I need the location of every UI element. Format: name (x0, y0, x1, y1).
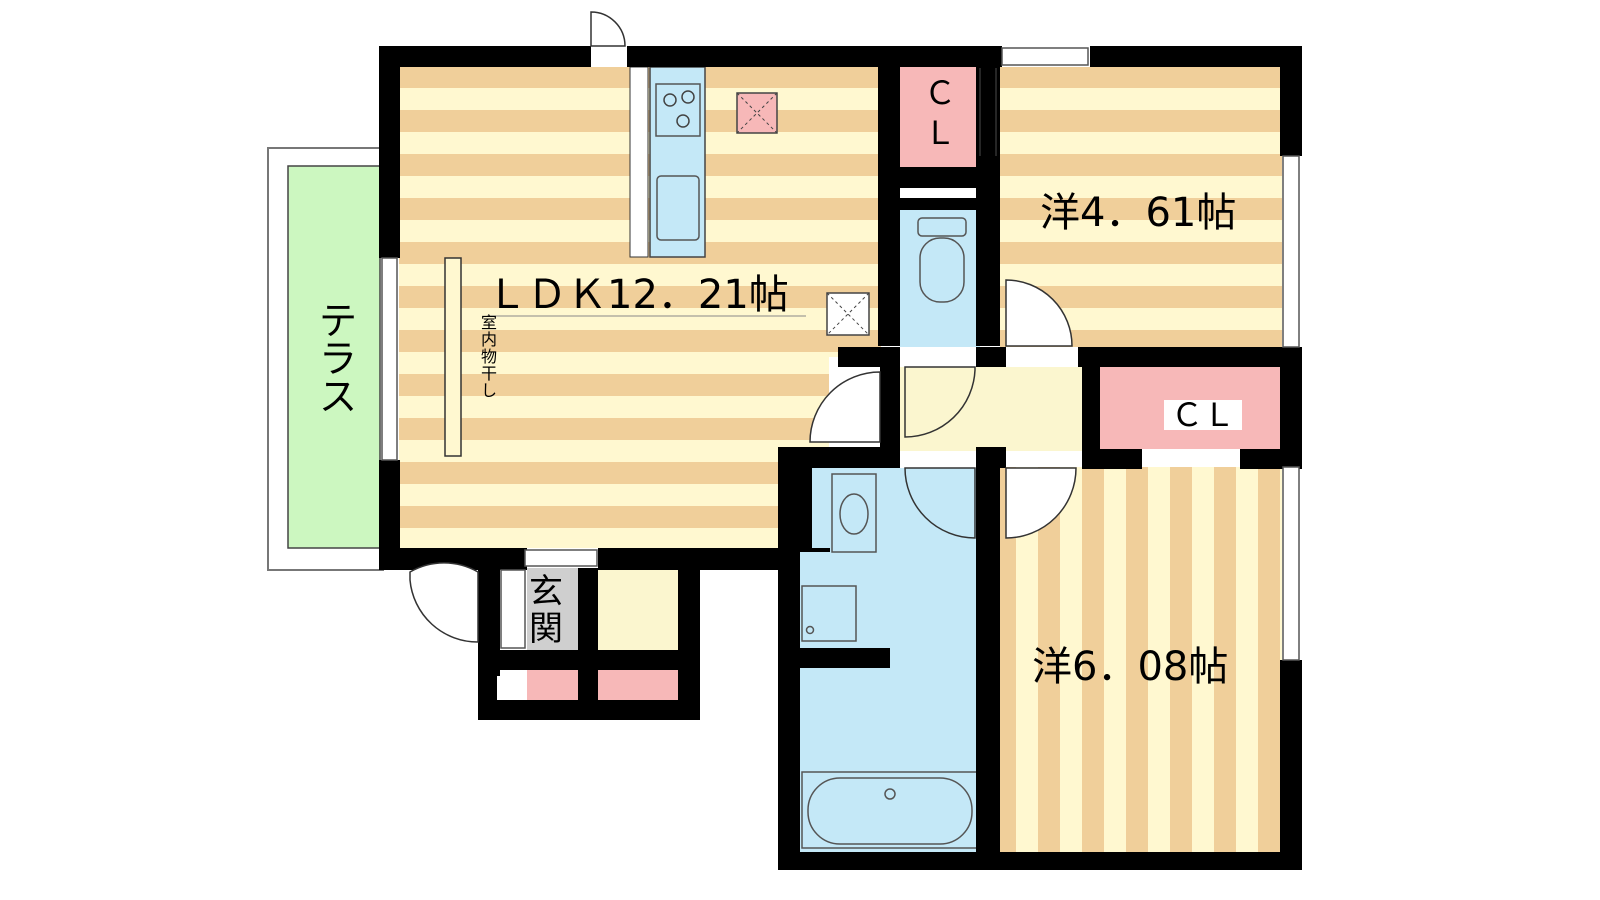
svg-text:干: 干 (481, 364, 497, 383)
kitchen-counter (629, 66, 706, 258)
walls (379, 46, 1302, 870)
terrace-label-3: ス (319, 375, 357, 419)
indoor-drying-pole (444, 257, 462, 457)
svg-text:物: 物 (481, 347, 497, 366)
western1-label: 洋4．61帖 (1040, 190, 1236, 236)
entrance: 玄 関 (527, 568, 678, 700)
closet-small (900, 67, 980, 167)
terrace-label-1: テ (319, 299, 357, 343)
svg-text:内: 内 (481, 330, 497, 349)
windows (381, 47, 1300, 661)
terrace-label-2: ラ (319, 337, 357, 381)
bathtub-icon (807, 777, 973, 845)
washing-machine-icon (801, 585, 857, 642)
door-swings (409, 11, 1077, 643)
toilet-room (900, 210, 980, 347)
western-room-2 (1000, 467, 1282, 852)
closet-small-label-1: Ｃ (924, 74, 956, 112)
sink-icon (656, 175, 700, 241)
closet-small-label-2: Ｌ (924, 114, 956, 152)
ventilation-fan-icon (736, 92, 778, 134)
indoor-drying-label: 室 内 物 干 し (481, 313, 497, 400)
terrace: テ ラ ス (267, 147, 384, 571)
closet-large-label: ＣＬ (1171, 396, 1235, 434)
entrance-label-1: 玄 (529, 572, 563, 612)
entrance-label-2: 関 (529, 609, 563, 649)
western2-label: 洋6．08帖 (1032, 644, 1228, 690)
svg-text:室: 室 (481, 313, 497, 332)
ventilation-fan-icon-2 (826, 292, 870, 336)
svg-text:し: し (481, 381, 497, 400)
stove-icon (655, 83, 701, 137)
ldk-label: ＬＤＫ12．21帖 (487, 272, 789, 318)
